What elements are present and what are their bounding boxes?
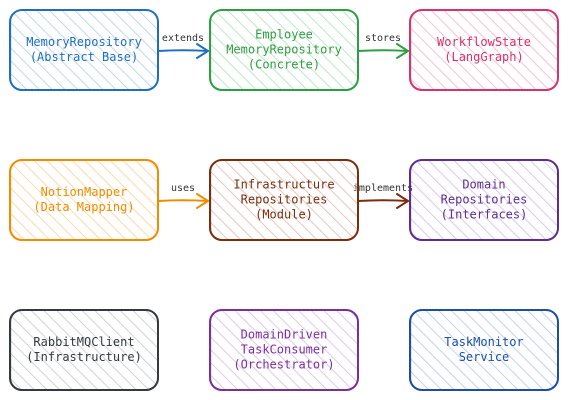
- edge-arrowhead: [196, 43, 209, 59]
- edge-implements: implements: [353, 183, 413, 209]
- node-label-line: (Interfaces): [441, 208, 528, 222]
- edge-line: [157, 199, 209, 202]
- node-label-line: (Concrete): [248, 58, 320, 72]
- node-sketch-border: [410, 158, 558, 241]
- node-label-line: Domain: [462, 178, 505, 192]
- node-hatch-fill: [10, 10, 158, 90]
- node-label-line: Service: [459, 350, 510, 364]
- node-memory-repository: MemoryRepository(Abstract Base): [9, 8, 159, 91]
- edge-extends: extends: [157, 33, 209, 59]
- node-label-line: (Orchestrator): [233, 358, 334, 372]
- node-label-line: NotionMapper: [41, 185, 128, 199]
- node-notion-mapper: NotionMapper(Data Mapping): [9, 158, 159, 241]
- node-label-line: TaskMonitor: [444, 335, 523, 349]
- edge-arrowhead: [396, 193, 409, 209]
- node-sketch-border: [210, 158, 359, 241]
- edge-label: extends: [162, 33, 204, 44]
- node-label-line: RabbitMQClient: [33, 335, 134, 349]
- node-label-line: (Data Mapping): [33, 200, 134, 214]
- node-hatch-fill: [410, 10, 558, 90]
- node-label-line: DomainDriven: [241, 328, 328, 342]
- node-hatch-fill: [210, 10, 358, 90]
- nodes-layer: MemoryRepository(Abstract Base)EmployeeM…: [9, 8, 559, 391]
- node-sketch-border: [210, 308, 359, 391]
- node-hatch-fill: [410, 160, 558, 240]
- edge-arrowhead: [196, 193, 209, 209]
- node-label-line: (Module): [255, 208, 313, 222]
- node-sketch-border: [410, 308, 558, 391]
- edge-line: [157, 49, 209, 52]
- node-label-line: (Infrastructure): [26, 350, 142, 364]
- node-label-line: MemoryRepository: [226, 43, 342, 57]
- node-sketch-border: [10, 308, 159, 391]
- node-label-line: TaskConsumer: [241, 343, 328, 357]
- node-label-line: MemoryRepository: [26, 35, 142, 49]
- node-sketch-border: [10, 8, 159, 91]
- node-hatch-fill: [10, 310, 158, 390]
- edge-stores: stores: [357, 33, 409, 59]
- node-label-line: Infrastructure: [233, 178, 334, 192]
- node-hatch-fill: [10, 160, 158, 240]
- edge-label: implements: [353, 183, 413, 194]
- edge-label: stores: [365, 33, 401, 44]
- edge-label: uses: [171, 183, 195, 194]
- node-rabbitmq-client: RabbitMQClient(Infrastructure): [9, 308, 159, 391]
- node-sketch-border: [210, 8, 359, 91]
- node-sketch-border: [410, 8, 558, 91]
- edge-arrowhead: [396, 43, 409, 59]
- edges-layer: extends stores uses implements: [157, 33, 413, 209]
- node-sketch-border: [10, 158, 159, 241]
- node-hatch-fill: [210, 310, 358, 390]
- node-hatch-fill: [210, 160, 358, 240]
- node-workflow-state: WorkflowState(LangGraph): [409, 8, 559, 91]
- edge-line: [357, 199, 409, 202]
- edge-uses: uses: [157, 183, 209, 209]
- node-label-line: Repositories: [241, 193, 328, 207]
- node-label-line: (LangGraph): [444, 50, 523, 64]
- edge-line: [357, 49, 409, 52]
- node-label-line: (Abstract Base): [30, 50, 138, 64]
- node-label-line: Employee: [255, 28, 313, 42]
- node-hatch-fill: [410, 310, 558, 390]
- node-label-line: Repositories: [441, 193, 528, 207]
- node-label-line: WorkflowState: [437, 35, 531, 49]
